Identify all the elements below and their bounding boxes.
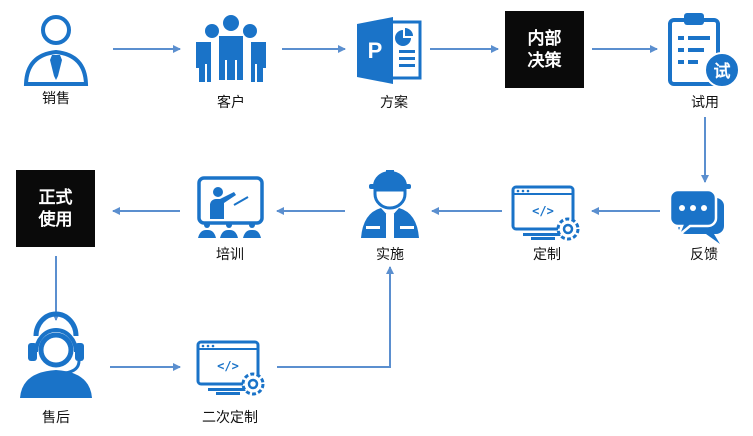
presentation-training-icon: [197, 176, 264, 238]
svg-text:P: P: [368, 38, 383, 63]
headset-support-icon: [20, 311, 92, 398]
label-customer: 客户: [217, 95, 245, 111]
label-aftersales: 售后: [42, 410, 70, 426]
clipboard-trial-icon: 试: [668, 13, 740, 88]
label-training: 培训: [216, 247, 244, 263]
powerpoint-icon: P: [357, 17, 422, 84]
label-customize: 定制: [533, 247, 561, 263]
label-sales: 销售: [42, 91, 70, 107]
code-monitor-gear-icon: </>: [511, 185, 580, 241]
chat-bubbles-icon: [668, 188, 724, 244]
label-implement: 实施: [376, 247, 404, 263]
engineer-helmet-icon: [361, 170, 419, 238]
salesperson-icon: [23, 15, 89, 86]
formal-use-line2: 使用: [38, 209, 73, 230]
trial-badge-text: 试: [714, 62, 731, 82]
formal-use-box: 正式 使用: [16, 170, 95, 247]
label-plan: 方案: [380, 95, 408, 111]
label-recustomize: 二次定制: [202, 410, 258, 426]
code-glyph-second: </>: [217, 359, 239, 373]
customer-group-icon: [196, 15, 266, 82]
arrow-recustomize-to-implement: [277, 266, 394, 368]
internal-decision-box: 内部 决策: [505, 11, 584, 88]
code-glyph: </>: [532, 204, 554, 218]
label-feedback: 反馈: [690, 247, 718, 263]
formal-use-line1: 正式: [38, 187, 73, 208]
label-trial: 试用: [691, 95, 719, 111]
internal-decision-line1: 内部: [527, 28, 562, 49]
code-monitor-gear-icon-second: </>: [196, 340, 265, 396]
internal-decision-line2: 决策: [527, 50, 562, 71]
